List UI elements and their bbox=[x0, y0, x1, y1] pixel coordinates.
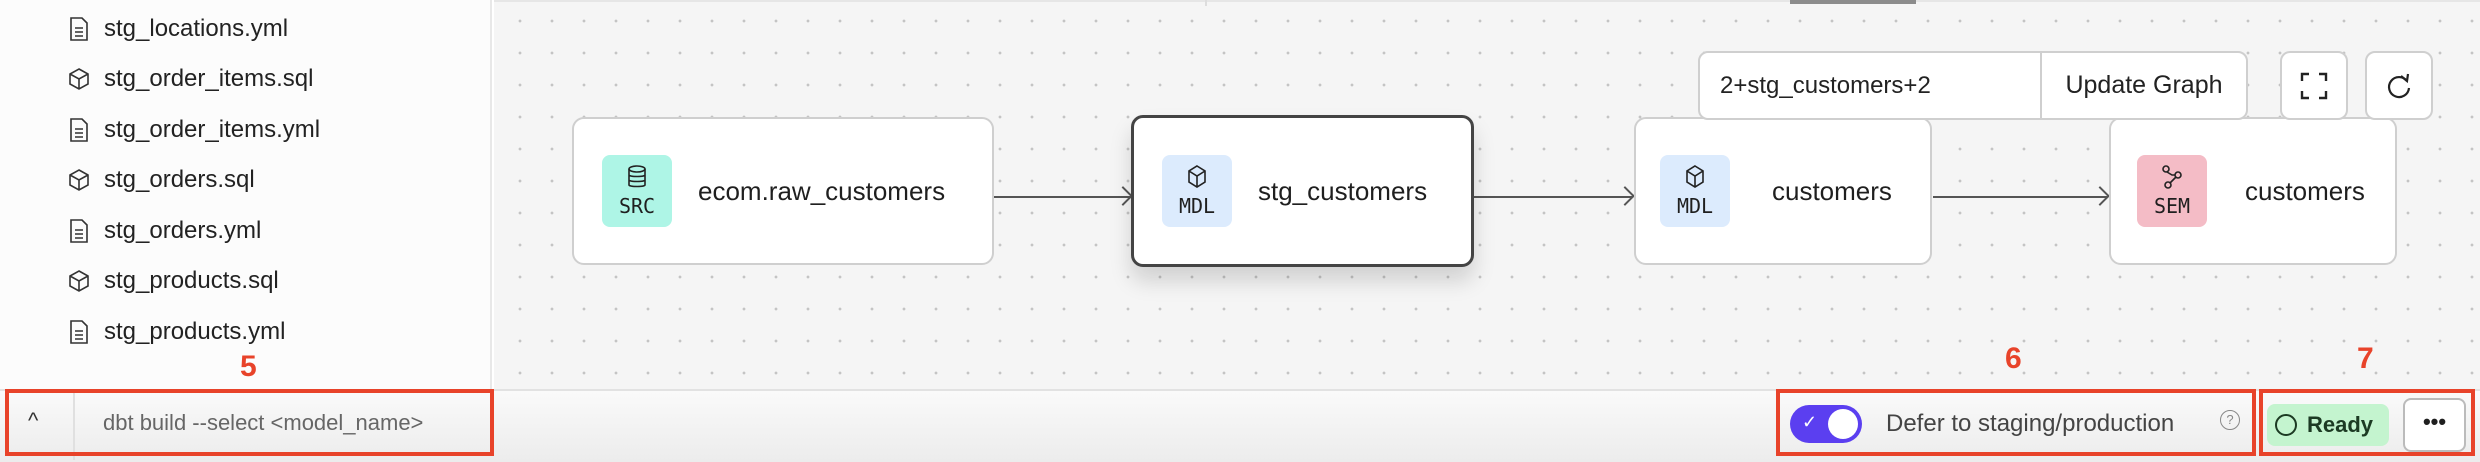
node-type-badge: SEM bbox=[2137, 155, 2207, 227]
status-circle-icon bbox=[2275, 414, 2297, 436]
graph-selector: Update Graph bbox=[1698, 51, 2248, 120]
annotation-label-7: 7 bbox=[2357, 342, 2374, 375]
annotation-box-6 bbox=[1776, 389, 2256, 456]
file-name: stg_products.sql bbox=[104, 267, 279, 294]
defer-toggle[interactable]: ✓ bbox=[1790, 405, 1862, 443]
node-type: MDL bbox=[1178, 194, 1216, 218]
file-item[interactable]: stg_locations.yml bbox=[68, 9, 288, 49]
cube-icon bbox=[1188, 165, 1206, 188]
status-badge: Ready bbox=[2267, 404, 2389, 446]
cube-icon bbox=[69, 68, 89, 90]
update-graph-button[interactable]: Update Graph bbox=[2040, 53, 2246, 118]
cube-icon bbox=[69, 270, 89, 292]
edge bbox=[1474, 196, 1632, 198]
lineage-node-selected[interactable]: MDL stg_customers bbox=[1131, 115, 1474, 267]
divider bbox=[1205, 0, 1207, 6]
file-item[interactable]: stg_orders.sql bbox=[68, 160, 255, 200]
file-item[interactable]: stg_order_items.sql bbox=[68, 59, 313, 99]
selector-input[interactable] bbox=[1700, 71, 2040, 100]
check-icon: ✓ bbox=[1802, 412, 1818, 432]
node-name: customers bbox=[1772, 175, 1892, 206]
defer-label: Defer to staging/production bbox=[1886, 410, 2175, 437]
file-explorer: stg_locations.yml stg_order_items.sql st… bbox=[0, 0, 492, 389]
node-name: stg_customers bbox=[1258, 175, 1428, 206]
node-type-badge: MDL bbox=[1660, 155, 1730, 227]
file-name: stg_orders.sql bbox=[104, 166, 255, 193]
file-item[interactable]: stg_orders.yml bbox=[68, 211, 261, 251]
file-name: stg_orders.yml bbox=[104, 217, 262, 244]
file-text-icon bbox=[70, 17, 88, 41]
node-name: customers bbox=[2245, 175, 2365, 206]
annotation-box-7 bbox=[2259, 389, 2475, 456]
lineage-node-semantic[interactable]: SEM customers bbox=[2109, 117, 2397, 265]
node-type-badge: MDL bbox=[1162, 155, 1232, 227]
file-item[interactable]: stg_order_items.yml bbox=[68, 110, 320, 150]
fullscreen-icon bbox=[2300, 72, 2328, 99]
edge bbox=[1933, 196, 2107, 198]
cube-icon bbox=[1686, 165, 1704, 188]
status-text: Ready bbox=[2307, 412, 2374, 437]
file-name: stg_locations.yml bbox=[104, 15, 289, 42]
file-item[interactable]: stg_products.yml bbox=[68, 312, 285, 352]
file-name: stg_order_items.sql bbox=[104, 65, 314, 92]
database-icon bbox=[628, 165, 646, 188]
file-text-icon bbox=[70, 320, 88, 344]
lineage-node-model[interactable]: MDL customers bbox=[1634, 117, 1932, 265]
annotation-label-6: 6 bbox=[2005, 342, 2022, 375]
refresh-button[interactable] bbox=[2365, 51, 2433, 120]
file-text-icon bbox=[70, 219, 88, 243]
help-icon[interactable]: ? bbox=[2220, 410, 2240, 430]
divider bbox=[73, 391, 75, 460]
edge bbox=[994, 196, 1130, 198]
refresh-icon bbox=[2387, 73, 2411, 98]
annotation-label-5: 5 bbox=[240, 350, 257, 383]
file-item[interactable]: stg_products.sql bbox=[68, 261, 279, 301]
command-input[interactable]: dbt build --select <model_name> bbox=[103, 410, 424, 435]
file-text-icon bbox=[70, 118, 88, 142]
semantic-graph-icon bbox=[2162, 165, 2182, 189]
node-type-badge: SRC bbox=[602, 155, 672, 227]
lineage-node-source[interactable]: SRC ecom.raw_customers bbox=[572, 117, 994, 265]
active-tab-indicator bbox=[1790, 0, 1916, 4]
fullscreen-button[interactable] bbox=[2280, 51, 2348, 120]
annotation-box-5 bbox=[5, 389, 494, 456]
file-name: stg_order_items.yml bbox=[104, 116, 321, 143]
node-type: SEM bbox=[2153, 194, 2191, 218]
more-options-button[interactable]: ••• bbox=[2403, 398, 2466, 452]
cube-icon bbox=[69, 169, 89, 191]
file-name: stg_products.yml bbox=[104, 318, 286, 345]
expand-chevron-up-icon[interactable]: ^ bbox=[28, 408, 39, 433]
bottom-bar bbox=[0, 389, 2480, 462]
node-type: SRC bbox=[618, 194, 656, 218]
node-type: MDL bbox=[1676, 194, 1714, 218]
node-name: ecom.raw_customers bbox=[698, 175, 946, 206]
